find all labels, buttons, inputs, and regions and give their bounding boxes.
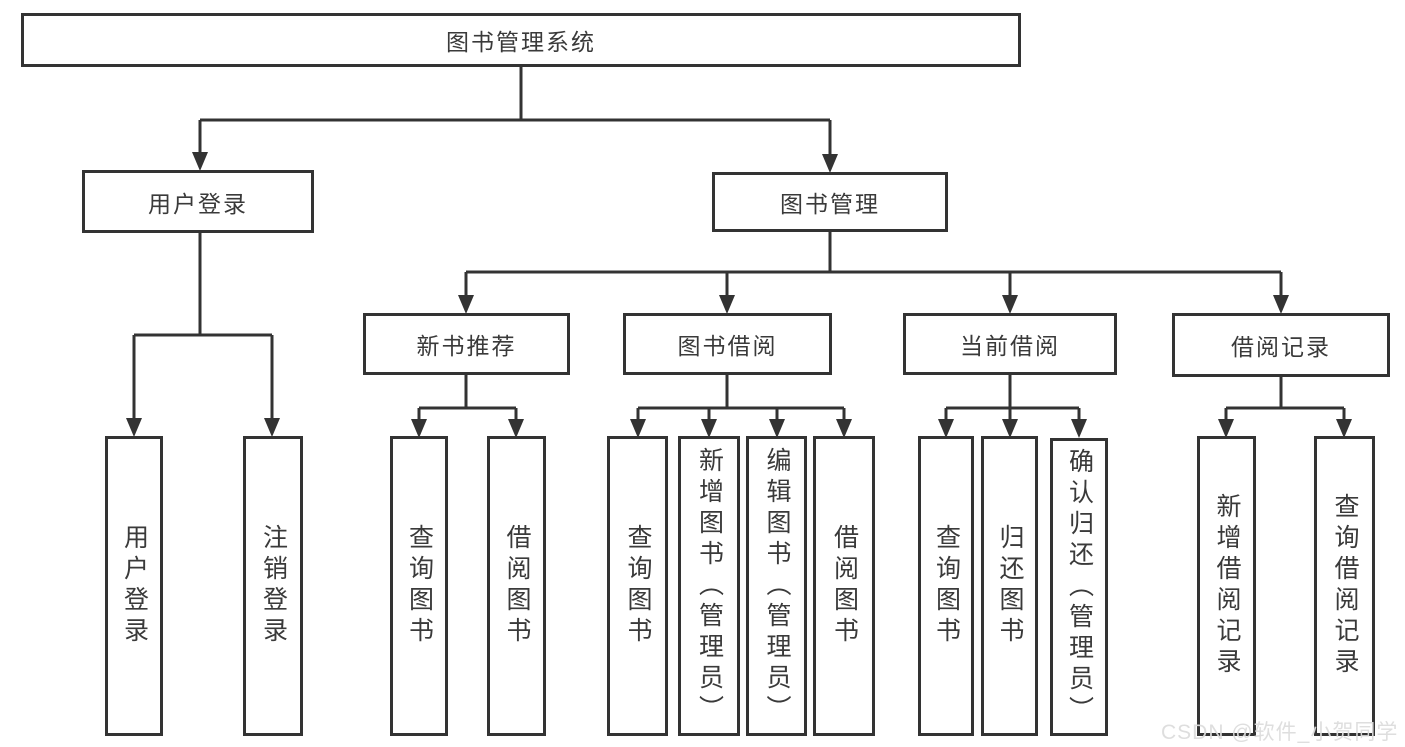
connector-book-mgmt-branch bbox=[464, 231, 1283, 296]
watermark: CSDN @软件_小贺同学 bbox=[1161, 721, 1399, 744]
arrowheads-book-borrow bbox=[630, 419, 852, 438]
leaf-query-books-3-label: 查询图书 bbox=[932, 524, 961, 648]
connector-book-borrow-branch bbox=[636, 374, 846, 420]
leaf-logout-label: 注销登录 bbox=[259, 524, 288, 648]
node-book-mgmt: 图书管理 bbox=[712, 172, 948, 232]
arrowheads-new-book-rec bbox=[411, 419, 524, 438]
connector-user-login-branch bbox=[132, 232, 274, 419]
leaf-user-login-label: 用户登录 bbox=[120, 524, 149, 648]
arrowheads-level2 bbox=[192, 152, 838, 173]
leaf-query-borrow-record-label: 查询借阅记录 bbox=[1331, 493, 1359, 679]
leaf-borrow-books-2-label: 借阅图书 bbox=[830, 524, 859, 648]
arrowheads-borrow-records bbox=[1218, 419, 1352, 438]
node-root-label: 图书管理系统 bbox=[446, 29, 596, 55]
leaf-borrow-books-2: 借阅图书 bbox=[813, 436, 875, 736]
node-new-book-rec-label: 新书推荐 bbox=[416, 333, 517, 359]
node-book-borrow: 图书借阅 bbox=[623, 313, 832, 375]
leaf-query-books-2-label: 查询图书 bbox=[624, 524, 652, 648]
leaf-add-borrow-record: 新增借阅记录 bbox=[1197, 436, 1256, 736]
leaf-query-books-3: 查询图书 bbox=[918, 436, 974, 736]
node-book-borrow-label: 图书借阅 bbox=[677, 333, 778, 359]
node-borrow-records: 借阅记录 bbox=[1172, 313, 1390, 377]
connector-root-to-level2 bbox=[198, 66, 832, 155]
leaf-add-book: 新增图书（管理员） bbox=[678, 436, 740, 736]
leaf-query-books-1: 查询图书 bbox=[390, 436, 448, 736]
node-current-borrow: 当前借阅 bbox=[903, 313, 1117, 375]
leaf-borrow-books-1-label: 借阅图书 bbox=[503, 524, 531, 648]
node-user-login: 用户登录 bbox=[82, 170, 314, 233]
leaf-return-book: 归还图书 bbox=[981, 436, 1038, 736]
leaf-return-book-label: 归还图书 bbox=[996, 524, 1024, 648]
leaf-add-book-label: 新增图书（管理员） bbox=[695, 446, 724, 726]
arrowheads-user-login-branch bbox=[126, 418, 280, 437]
node-current-borrow-label: 当前借阅 bbox=[960, 333, 1060, 359]
leaf-confirm-return-label: 确认归还（管理员） bbox=[1065, 447, 1094, 727]
leaf-query-books-2: 查询图书 bbox=[607, 436, 668, 736]
leaf-query-books-1-label: 查询图书 bbox=[405, 524, 434, 648]
leaf-logout: 注销登录 bbox=[243, 436, 303, 736]
arrowheads-level3 bbox=[458, 295, 1289, 314]
leaf-user-login: 用户登录 bbox=[105, 436, 163, 736]
connector-current-borrow-branch bbox=[944, 374, 1081, 420]
leaf-borrow-books-1: 借阅图书 bbox=[487, 436, 546, 736]
connector-new-book-rec-branch bbox=[417, 374, 518, 420]
node-user-login-label: 用户登录 bbox=[148, 190, 248, 217]
node-book-mgmt-label: 图书管理 bbox=[780, 191, 880, 217]
leaf-query-borrow-record: 查询借阅记录 bbox=[1314, 436, 1375, 736]
leaf-add-borrow-record-label: 新增借阅记录 bbox=[1213, 493, 1241, 679]
arrowheads-current-borrow bbox=[938, 419, 1087, 438]
leaf-edit-book-label: 编辑图书（管理员） bbox=[763, 446, 791, 726]
leaf-confirm-return: 确认归还（管理员） bbox=[1050, 438, 1108, 736]
node-borrow-records-label: 借阅记录 bbox=[1231, 334, 1331, 360]
leaf-edit-book: 编辑图书（管理员） bbox=[746, 436, 807, 736]
connector-borrow-records-branch bbox=[1224, 374, 1346, 420]
node-root: 图书管理系统 bbox=[21, 13, 1021, 67]
node-new-book-rec: 新书推荐 bbox=[363, 313, 570, 375]
